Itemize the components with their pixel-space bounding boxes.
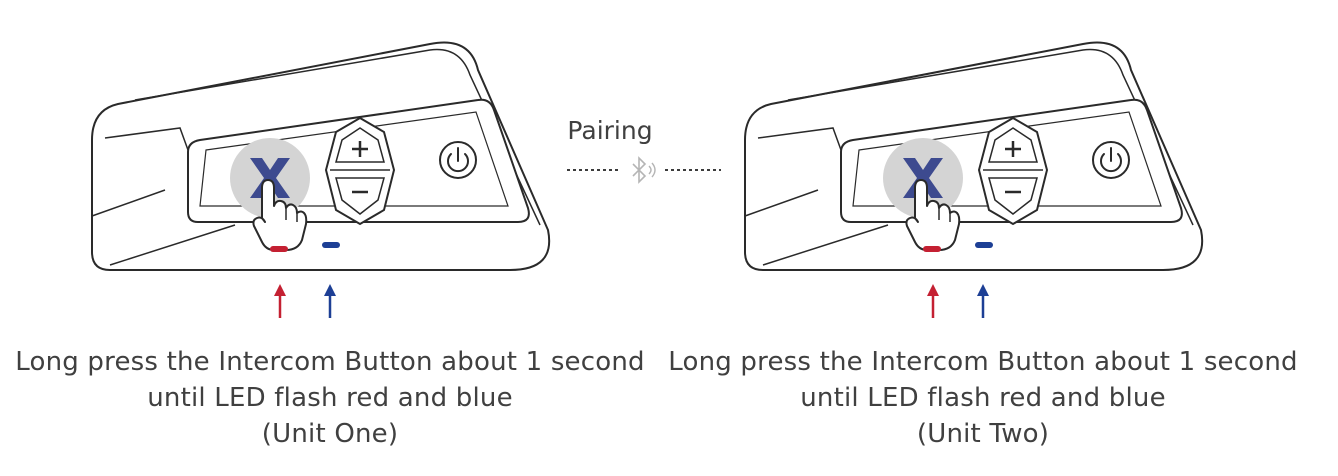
hand-pointer-icon [905,179,961,251]
plus-icon [1005,141,1021,157]
led-red [270,246,288,252]
arrow-up-icon [927,284,939,318]
power-button[interactable] [439,141,477,179]
pairing-indicator: Pairing [555,108,721,198]
volume-rocker [977,116,1049,226]
power-button[interactable] [1092,141,1130,179]
minus-button[interactable] [988,177,1038,215]
led-red [923,246,941,252]
unit-two: Long press the Intercom Button about 1 s… [653,0,1313,476]
caption-line: until LED flash red and blue [800,383,1166,413]
device-facet-line [91,127,236,266]
minus-button[interactable] [335,177,385,215]
led-blue [322,242,340,248]
volume-rocker [324,116,396,226]
arrow-up-icon [324,284,336,318]
intercom-button-icon [250,158,290,198]
plus-icon [352,141,368,157]
caption-unit-label: (Unit One) [261,419,399,449]
arrow-up-icon [977,284,989,318]
device-top-edge [134,48,541,226]
device-illustration [744,41,1204,318]
caption-line: Long press the Intercom Button about 1 s… [668,347,1298,377]
led-blue [975,242,993,248]
bluetooth-icon [632,156,656,184]
device-top-edge [787,48,1194,226]
caption-unit-label: (Unit Two) [916,419,1050,449]
device-illustration [91,41,551,318]
device-body [91,41,551,271]
intercom-button-icon [903,158,943,198]
caption-line: Long press the Intercom Button about 1 s… [15,347,645,377]
arrow-up-icon [274,284,286,318]
hand-pointer-icon [252,179,308,251]
control-panel-inner [852,111,1162,207]
control-panel-inner [199,111,509,207]
unit-one: Long press the Intercom Button about 1 s… [0,0,660,476]
instruction-caption: Long press the Intercom Button about 1 s… [0,344,660,452]
device-body [744,41,1204,271]
plus-button[interactable] [988,127,1038,163]
instruction-caption: Long press the Intercom Button about 1 s… [653,344,1313,452]
plus-button[interactable] [335,127,385,163]
caption-line: until LED flash red and blue [147,383,513,413]
pairing-graphic [567,156,721,184]
power-icon [447,147,469,173]
pairing-label: Pairing [567,116,653,145]
power-icon [1100,147,1122,173]
device-facet-line [744,127,889,266]
